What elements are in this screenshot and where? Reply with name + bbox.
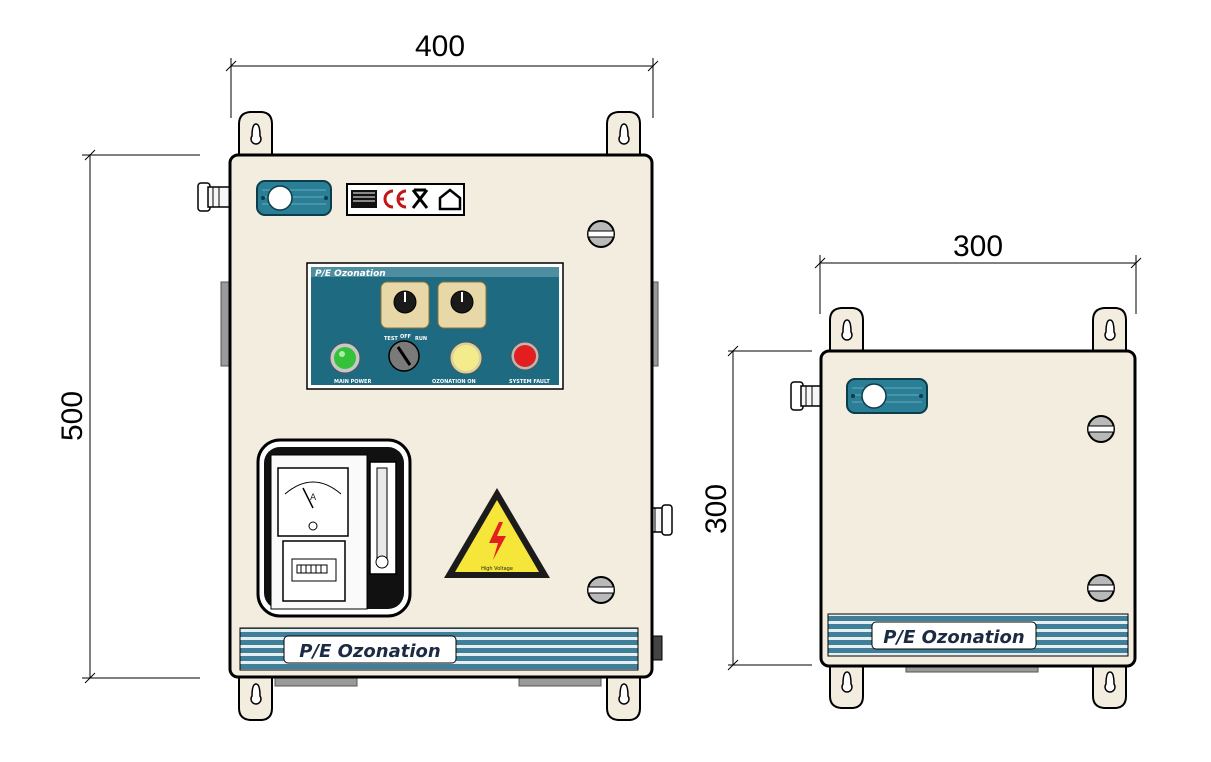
selector-test-label: TEST bbox=[384, 336, 398, 342]
brand-label-small: P/E Ozonation bbox=[883, 627, 1024, 648]
high-voltage-warning-sign: High Voltage bbox=[444, 488, 550, 578]
ce-mark-icon bbox=[383, 189, 394, 209]
large-width-label: 400 bbox=[415, 30, 465, 63]
ammeter-unit: A bbox=[310, 493, 317, 503]
timer-dial-right[interactable] bbox=[437, 281, 487, 329]
flow-meter bbox=[369, 461, 397, 575]
brand-stripe-large: P/E Ozonation bbox=[239, 627, 639, 671]
weee-bin-icon bbox=[411, 188, 429, 209]
main-power-lamp[interactable] bbox=[329, 342, 361, 374]
screw-icon bbox=[1087, 415, 1115, 443]
large-width-dimension: 400 bbox=[225, 30, 659, 118]
brand-stripe-small: P/E Ozonation bbox=[827, 613, 1129, 657]
mounting-tab bbox=[238, 675, 273, 721]
enclosure-body-small bbox=[819, 349, 1137, 668]
small-height-dimension: 300 bbox=[700, 345, 812, 671]
mounting-tab bbox=[1092, 663, 1127, 709]
large-height-label: 500 bbox=[56, 391, 89, 441]
cable-gland-icon bbox=[790, 381, 824, 411]
mode-selector-switch[interactable] bbox=[388, 340, 420, 372]
certification-label bbox=[346, 183, 465, 216]
series-logo-badge bbox=[846, 378, 928, 414]
selector-off-label: OFF bbox=[400, 334, 411, 340]
screw-icon bbox=[587, 220, 615, 248]
control-panel-title: P/E Ozonation bbox=[315, 269, 386, 279]
ozonation-on-label: OZONATION ON bbox=[432, 379, 476, 385]
mounting-tab bbox=[606, 111, 641, 156]
system-fault-label: SYSTEM FAULT bbox=[509, 379, 550, 385]
mounting-tab bbox=[606, 675, 641, 721]
screw-icon bbox=[1087, 574, 1115, 602]
ammeter-gauge: A bbox=[277, 467, 349, 537]
large-enclosure: 400 500 bbox=[56, 30, 673, 721]
small-width-label: 300 bbox=[953, 230, 1003, 263]
small-width-dimension: 300 bbox=[814, 230, 1142, 314]
control-panel: P/E Ozonation TEST OFF RUN MA bbox=[306, 262, 564, 390]
brand-label-large: P/E Ozonation bbox=[299, 641, 440, 662]
main-power-label: MAIN POWER bbox=[334, 379, 371, 385]
warning-text: High Voltage bbox=[481, 566, 513, 572]
screw-icon bbox=[587, 576, 615, 604]
mounting-tab bbox=[1092, 307, 1127, 352]
timer-dial-left[interactable] bbox=[380, 281, 430, 329]
small-height-label: 300 bbox=[700, 484, 733, 534]
lightning-bolt-icon bbox=[489, 522, 506, 560]
ozonation-on-lamp[interactable] bbox=[449, 341, 483, 375]
mounting-tab bbox=[829, 307, 864, 352]
indoor-use-icon bbox=[438, 188, 462, 211]
series-logo-badge bbox=[256, 180, 332, 216]
cable-gland-icon bbox=[197, 182, 231, 212]
mounting-tab bbox=[829, 663, 864, 709]
small-enclosure: 300 300 bbox=[700, 230, 1142, 709]
mounting-tab bbox=[238, 111, 273, 156]
meter-window: A bbox=[256, 438, 412, 618]
large-height-dimension: 500 bbox=[56, 149, 200, 684]
selector-run-label: RUN bbox=[415, 336, 427, 342]
system-fault-lamp[interactable] bbox=[510, 341, 540, 371]
hour-counter bbox=[282, 540, 346, 602]
